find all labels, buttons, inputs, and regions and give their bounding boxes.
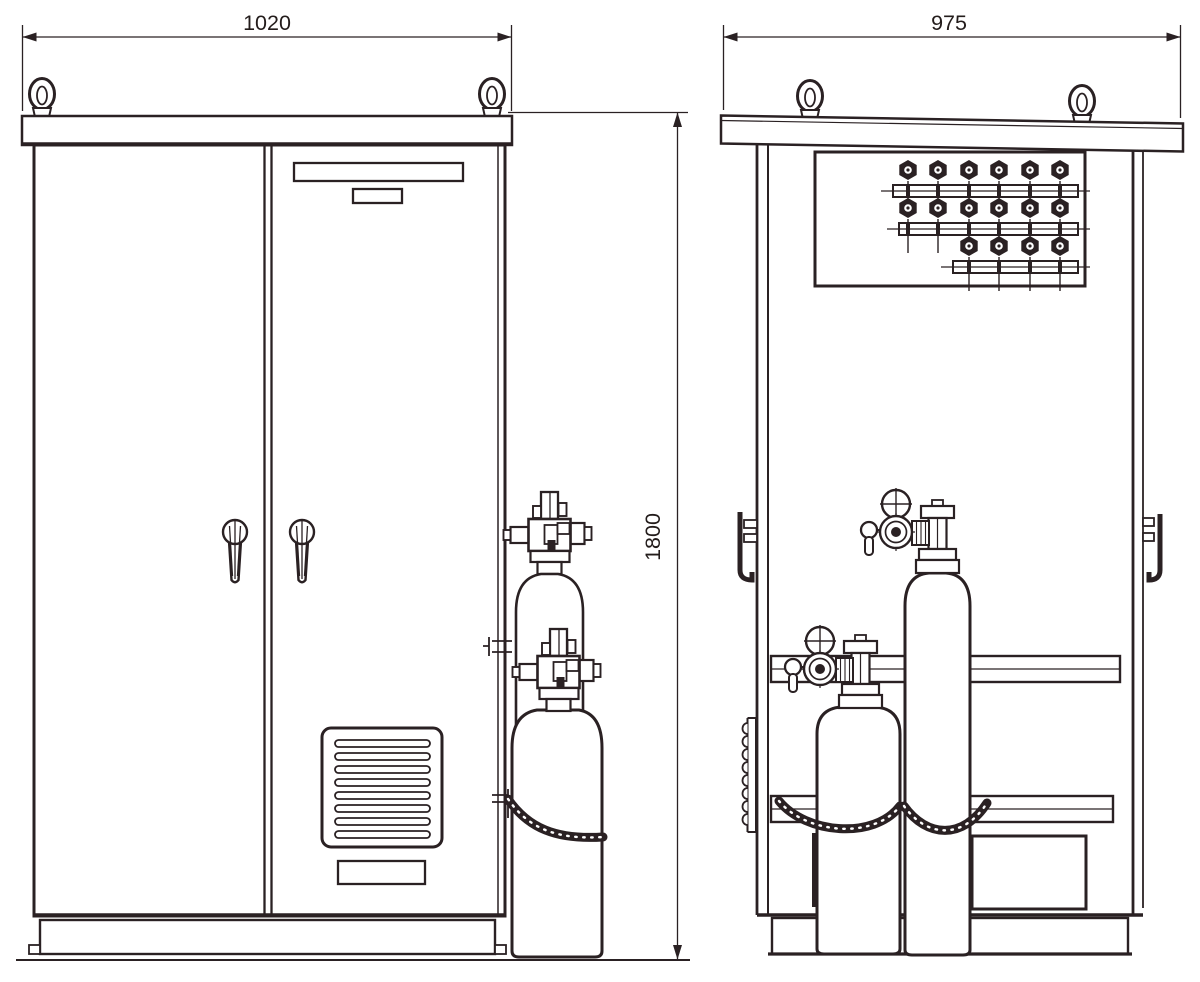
short-cylinder-regulator [783,623,855,694]
arrow-left-icon [723,32,738,42]
side-handle-right [1142,514,1163,583]
side-width-dimension: 975 [722,11,1182,118]
side-width-label: 975 [931,11,967,35]
eye-bolt-icon [478,77,506,119]
arrow-up-icon [673,112,682,127]
arrow-down-icon [673,945,682,960]
rear-cylinder-valve [502,490,593,576]
plinth-front [28,918,507,956]
tall-cylinder-regulator [859,486,931,557]
roof-side [719,114,1185,153]
height-label: 1800 [641,513,665,561]
gland-rail-row2 [887,222,1090,236]
bracket-bar [812,833,818,907]
eye-bolt-icon [796,79,824,121]
roof-front [20,114,514,147]
cable-gland-plate [813,150,1090,292]
gas-cylinders-front [483,490,608,959]
cabinet-front [32,143,507,918]
tall-cylinder-body [903,571,972,957]
access-panel [970,834,1088,911]
side-handle-left [737,512,758,583]
arrow-left-icon [22,32,37,42]
height-dimension: 1800 [508,111,688,960]
door-divider [263,145,273,916]
extension-lines [21,25,513,111]
nameplate-slot [292,161,465,183]
safety-chain [774,796,992,835]
eye-bolt-icon [1068,84,1096,126]
mounting-bracket-upper [483,637,512,656]
bottom-label-plate [336,859,427,886]
gland-rail-row3 [941,260,1090,274]
front-width-label: 1020 [243,11,291,35]
extension-lines [722,25,1182,118]
arrow-right-icon [1166,32,1181,42]
gas-cylinders-side [774,486,992,957]
louver-vent [320,726,444,849]
front-view: 1020 1800 [16,11,690,961]
safety-chain [503,794,608,842]
eye-bolt-icon [28,77,56,119]
label-plate [351,187,404,205]
door-hinge [741,717,757,833]
arrow-right-icon [497,32,512,42]
side-view: 975 [719,11,1185,957]
front-width-dimension: 1020 [21,11,513,111]
